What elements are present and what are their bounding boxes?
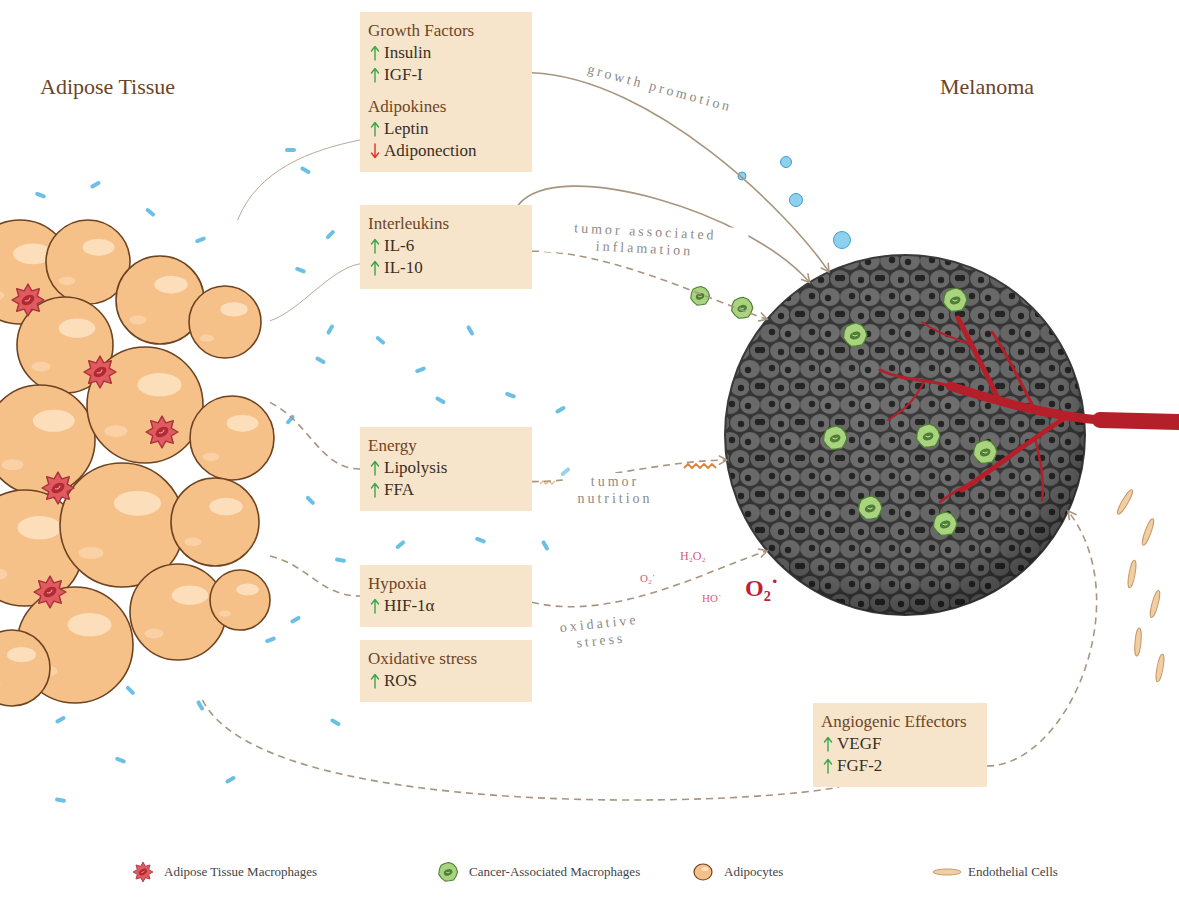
chemical-label: O₂˙ — [745, 575, 779, 601]
factor-box: Oxidative stressROS — [360, 640, 532, 702]
chemical-label: H₂O₂ — [680, 550, 706, 563]
legend-item: Adipocytes — [688, 860, 783, 884]
factor-name: IL-6 — [384, 236, 414, 255]
adipocyte-cluster — [0, 220, 274, 706]
increase-arrow — [370, 45, 380, 61]
box-heading: Angiogenic Effectors — [821, 711, 979, 733]
factor-name: IGF-I — [384, 65, 423, 84]
factor-name: HIF-1α — [384, 596, 434, 615]
increase-arrow — [370, 238, 380, 254]
region-heading: Adipose Tissue — [40, 74, 175, 100]
connector — [238, 140, 360, 220]
connector — [270, 402, 360, 469]
edge-label: growth promotion — [583, 60, 738, 117]
box-heading: Energy — [368, 435, 524, 457]
factor-box: Growth FactorsInsulinIGF-I AdipokinesLept… — [360, 12, 532, 172]
connector — [518, 186, 809, 282]
factor-name: Adiponection — [384, 141, 477, 160]
factor-row: IL-6 — [368, 235, 524, 257]
box-heading: Oxidative stress — [368, 648, 524, 670]
increase-arrow — [370, 482, 380, 498]
legend-icon — [128, 860, 158, 884]
factor-row: Lipolysis — [368, 457, 524, 479]
factor-row: ROS — [368, 670, 524, 692]
box-heading: Adipokines — [368, 96, 524, 118]
increase-arrow — [370, 460, 380, 476]
decrease-arrow — [370, 143, 380, 159]
factor-row: IGF-I — [368, 64, 524, 86]
increase-arrow — [370, 121, 380, 137]
factor-name: Lipolysis — [384, 458, 447, 477]
endothelial-cells — [1115, 488, 1165, 682]
factor-row: IL-10 — [368, 257, 524, 279]
factor-box: EnergyLipolysisFFA — [360, 427, 532, 511]
connector — [987, 511, 1097, 766]
factor-box: Angiogenic EffectorsVEGF FGF-2 — [813, 703, 987, 787]
connector — [532, 551, 767, 607]
increase-arrow — [370, 598, 380, 614]
tumor-region: Melanoma — [725, 255, 1085, 615]
increase-arrow — [823, 736, 833, 752]
chemical-label: O₂˙ — [640, 572, 655, 584]
factor-box: HypoxiaHIF-1α — [360, 565, 532, 627]
legend-text: Cancer-Associated Macrophages — [469, 864, 640, 880]
legend-item: Adipose Tissue Macrophages — [128, 860, 317, 884]
legend-icon — [433, 860, 463, 884]
region-heading: Melanoma — [940, 74, 1034, 100]
increase-arrow — [370, 67, 380, 83]
edge-label: oxidative stress — [541, 609, 660, 655]
factor-name: VEGF — [837, 734, 881, 753]
factor-row: VEGF — [821, 733, 979, 755]
chemical-label: HO˙ — [702, 592, 722, 604]
tissue-region: Adipose Tissue — [0, 220, 270, 700]
connector — [270, 556, 360, 596]
factor-row: Leptin — [368, 118, 524, 140]
factor-row: FGF-2 — [821, 755, 979, 777]
legend-item: Endothelial Cells — [932, 860, 1058, 884]
increase-arrow — [823, 758, 833, 774]
growth-bubbles — [738, 157, 851, 249]
edge-label: tumor associated inflamation — [541, 218, 748, 263]
connector — [532, 73, 829, 272]
factor-name: FFA — [384, 480, 414, 499]
connector — [203, 700, 840, 800]
increase-arrow — [370, 673, 380, 689]
factor-name: ROS — [384, 671, 417, 690]
legend-text: Adipocytes — [724, 864, 783, 880]
factor-name: Insulin — [384, 43, 431, 62]
edge-label: tumor nutrition — [567, 473, 663, 507]
factor-row: Insulin — [368, 42, 524, 64]
factor-box: InterleukinsIL-6IL-10 — [360, 205, 532, 289]
legend-icon — [932, 860, 962, 884]
molecule-dashes — [35, 148, 571, 803]
factor-row: HIF-1α — [368, 595, 524, 617]
legend-icon — [688, 860, 718, 884]
increase-arrow — [370, 260, 380, 276]
factor-name: Leptin — [384, 119, 428, 138]
box-heading: Hypoxia — [368, 573, 524, 595]
legend-text: Endothelial Cells — [968, 864, 1058, 880]
factor-row: FFA — [368, 479, 524, 501]
melanoma-tumor — [725, 255, 1179, 615]
factor-name: FGF-2 — [837, 756, 882, 775]
factor-name: IL-10 — [384, 258, 423, 277]
legend-item: Cancer-Associated Macrophages — [433, 860, 640, 884]
box-heading: Interleukins — [368, 213, 524, 235]
box-heading: Growth Factors — [368, 20, 524, 42]
adipose-macrophages — [12, 284, 178, 608]
factor-row: Adiponection — [368, 140, 524, 162]
connector — [270, 264, 360, 321]
legend-text: Adipose Tissue Macrophages — [164, 864, 317, 880]
